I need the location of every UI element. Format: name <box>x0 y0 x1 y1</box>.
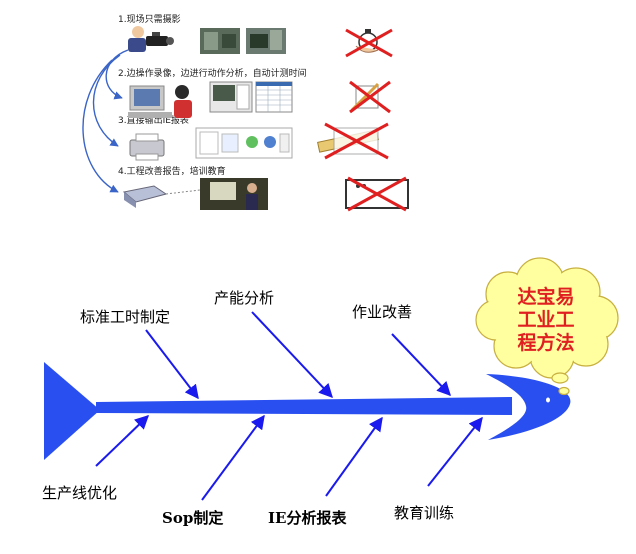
workshop-photo-2 <box>246 28 286 54</box>
fish-spine <box>96 397 512 415</box>
thought-cloud: 达宝易 工业工 程方法 <box>475 257 619 396</box>
step-connectors <box>82 49 129 193</box>
step-2-text: 2.边操作录像，边进行动作分析，自动计测时间 <box>118 67 307 79</box>
projector-icon <box>122 185 201 208</box>
label-training: 教育训练 <box>394 504 454 522</box>
report-charts-screenshot <box>195 127 293 159</box>
ruler-pencil-crossed-icon <box>317 122 389 160</box>
label-ie-report: IE分析报表 <box>268 509 347 527</box>
fish-head <box>486 374 571 440</box>
bone-arrow-bottom-1 <box>95 415 150 467</box>
step-1-text: 1.现场只需摄影 <box>118 13 181 25</box>
fishbone-diagram: 标准工时制定 产能分析 作业改善 生产线优化 Sop制定 IE分析报表 教育训练 <box>42 257 619 527</box>
bone-arrow-bottom-2 <box>201 414 265 501</box>
bone-arrow-top-1 <box>145 329 199 400</box>
bone-arrow-bottom-3 <box>325 416 383 497</box>
cloud-line-2: 工业工 <box>517 309 574 331</box>
camera-operator-icon <box>128 26 174 52</box>
label-sop: Sop制定 <box>162 509 223 527</box>
bone-arrow-bottom-4 <box>427 416 483 487</box>
bone-arrow-top-3 <box>391 333 451 397</box>
analyst-computer-icon <box>128 85 192 118</box>
stopwatch-crossed-icon <box>345 28 393 58</box>
label-standard-time: 标准工时制定 <box>80 308 170 326</box>
analysis-table-screenshot <box>255 81 293 113</box>
analysis-video-screenshot <box>209 81 253 113</box>
printer-icon <box>129 133 165 161</box>
fish-tail <box>44 362 100 460</box>
step-4-text: 4.工程改善报告，培训教育 <box>118 165 226 177</box>
workshop-photo-1 <box>200 28 240 54</box>
fish-eye <box>546 397 550 403</box>
blackboard-crossed-icon <box>345 176 409 212</box>
label-capacity-analysis: 产能分析 <box>214 289 274 307</box>
pencil-paper-crossed-icon <box>349 80 391 114</box>
cloud-line-3: 程方法 <box>517 331 574 354</box>
label-work-improvement: 作业改善 <box>352 303 412 321</box>
bone-arrow-top-2 <box>251 311 333 399</box>
training-room-photo <box>200 178 268 210</box>
workflow-panel: 1.现场只需摄影 2.边操作录像，边进行动作分析，自动计测时间 3.直接输出IE… <box>82 13 409 212</box>
label-line-optimization: 生产线优化 <box>42 484 117 502</box>
cloud-line-1: 达宝易 <box>517 285 574 308</box>
